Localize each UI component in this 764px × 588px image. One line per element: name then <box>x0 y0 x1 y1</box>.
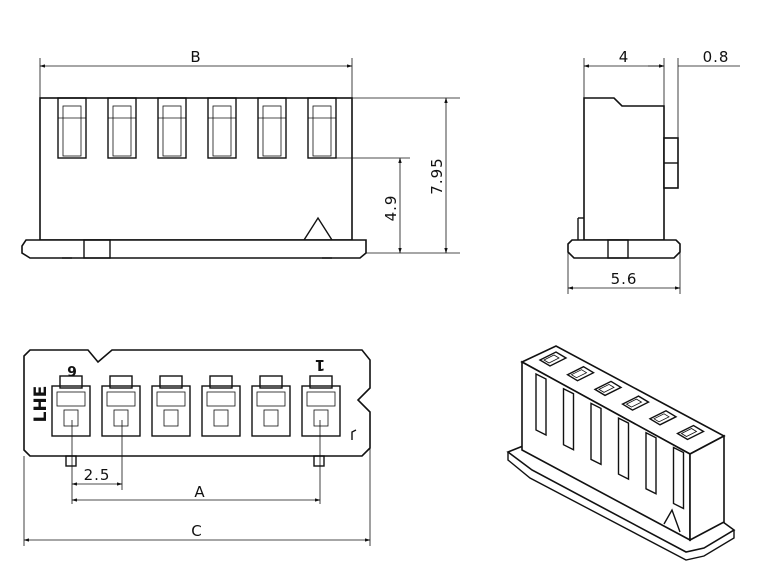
iso-cavity <box>617 395 650 481</box>
pin-last-label: 6 <box>67 362 77 378</box>
bottom-cell <box>151 375 191 437</box>
front-slot <box>207 97 237 159</box>
iso-cavity <box>535 351 568 437</box>
front-slots <box>57 97 337 159</box>
bottom-cells <box>51 375 341 437</box>
isometric-view <box>506 345 736 561</box>
brand-mark: LHE <box>31 386 51 423</box>
dim-pitch-label: 2.5 <box>84 466 111 484</box>
iso-cavity <box>645 410 678 495</box>
dim-height-label: 7.95 <box>428 157 446 194</box>
side-view: 4 0.8 5.6 <box>567 48 740 294</box>
iso-cavity <box>672 424 705 510</box>
dim-b-label: B <box>190 48 201 66</box>
dim-depth-label: 4 <box>619 48 630 66</box>
front-slot <box>57 97 87 159</box>
pin-first-label: 1 <box>315 356 325 374</box>
iso-cavities <box>535 351 705 510</box>
dim-base-depth-label: 5.6 <box>611 270 638 288</box>
bottom-cell <box>51 375 91 437</box>
bottom-cell <box>201 375 241 437</box>
front-slot <box>157 97 187 159</box>
front-view: B 7.95 4.9 <box>21 48 460 259</box>
iso-cavity <box>562 365 595 451</box>
bottom-cell <box>301 375 341 437</box>
iso-cavity <box>590 380 623 466</box>
dim-slot-height-label: 4.9 <box>382 195 400 222</box>
bottom-cell <box>251 375 291 437</box>
bottom-view: LHE 6 1 2.5 A C <box>23 349 371 546</box>
front-slot <box>257 97 287 159</box>
dim-c-label: C <box>191 522 202 540</box>
dim-rib-label: 0.8 <box>703 48 730 66</box>
dim-a-label: A <box>194 483 205 501</box>
front-slot <box>307 97 337 159</box>
front-slot <box>107 97 137 159</box>
bottom-cell <box>101 375 141 437</box>
